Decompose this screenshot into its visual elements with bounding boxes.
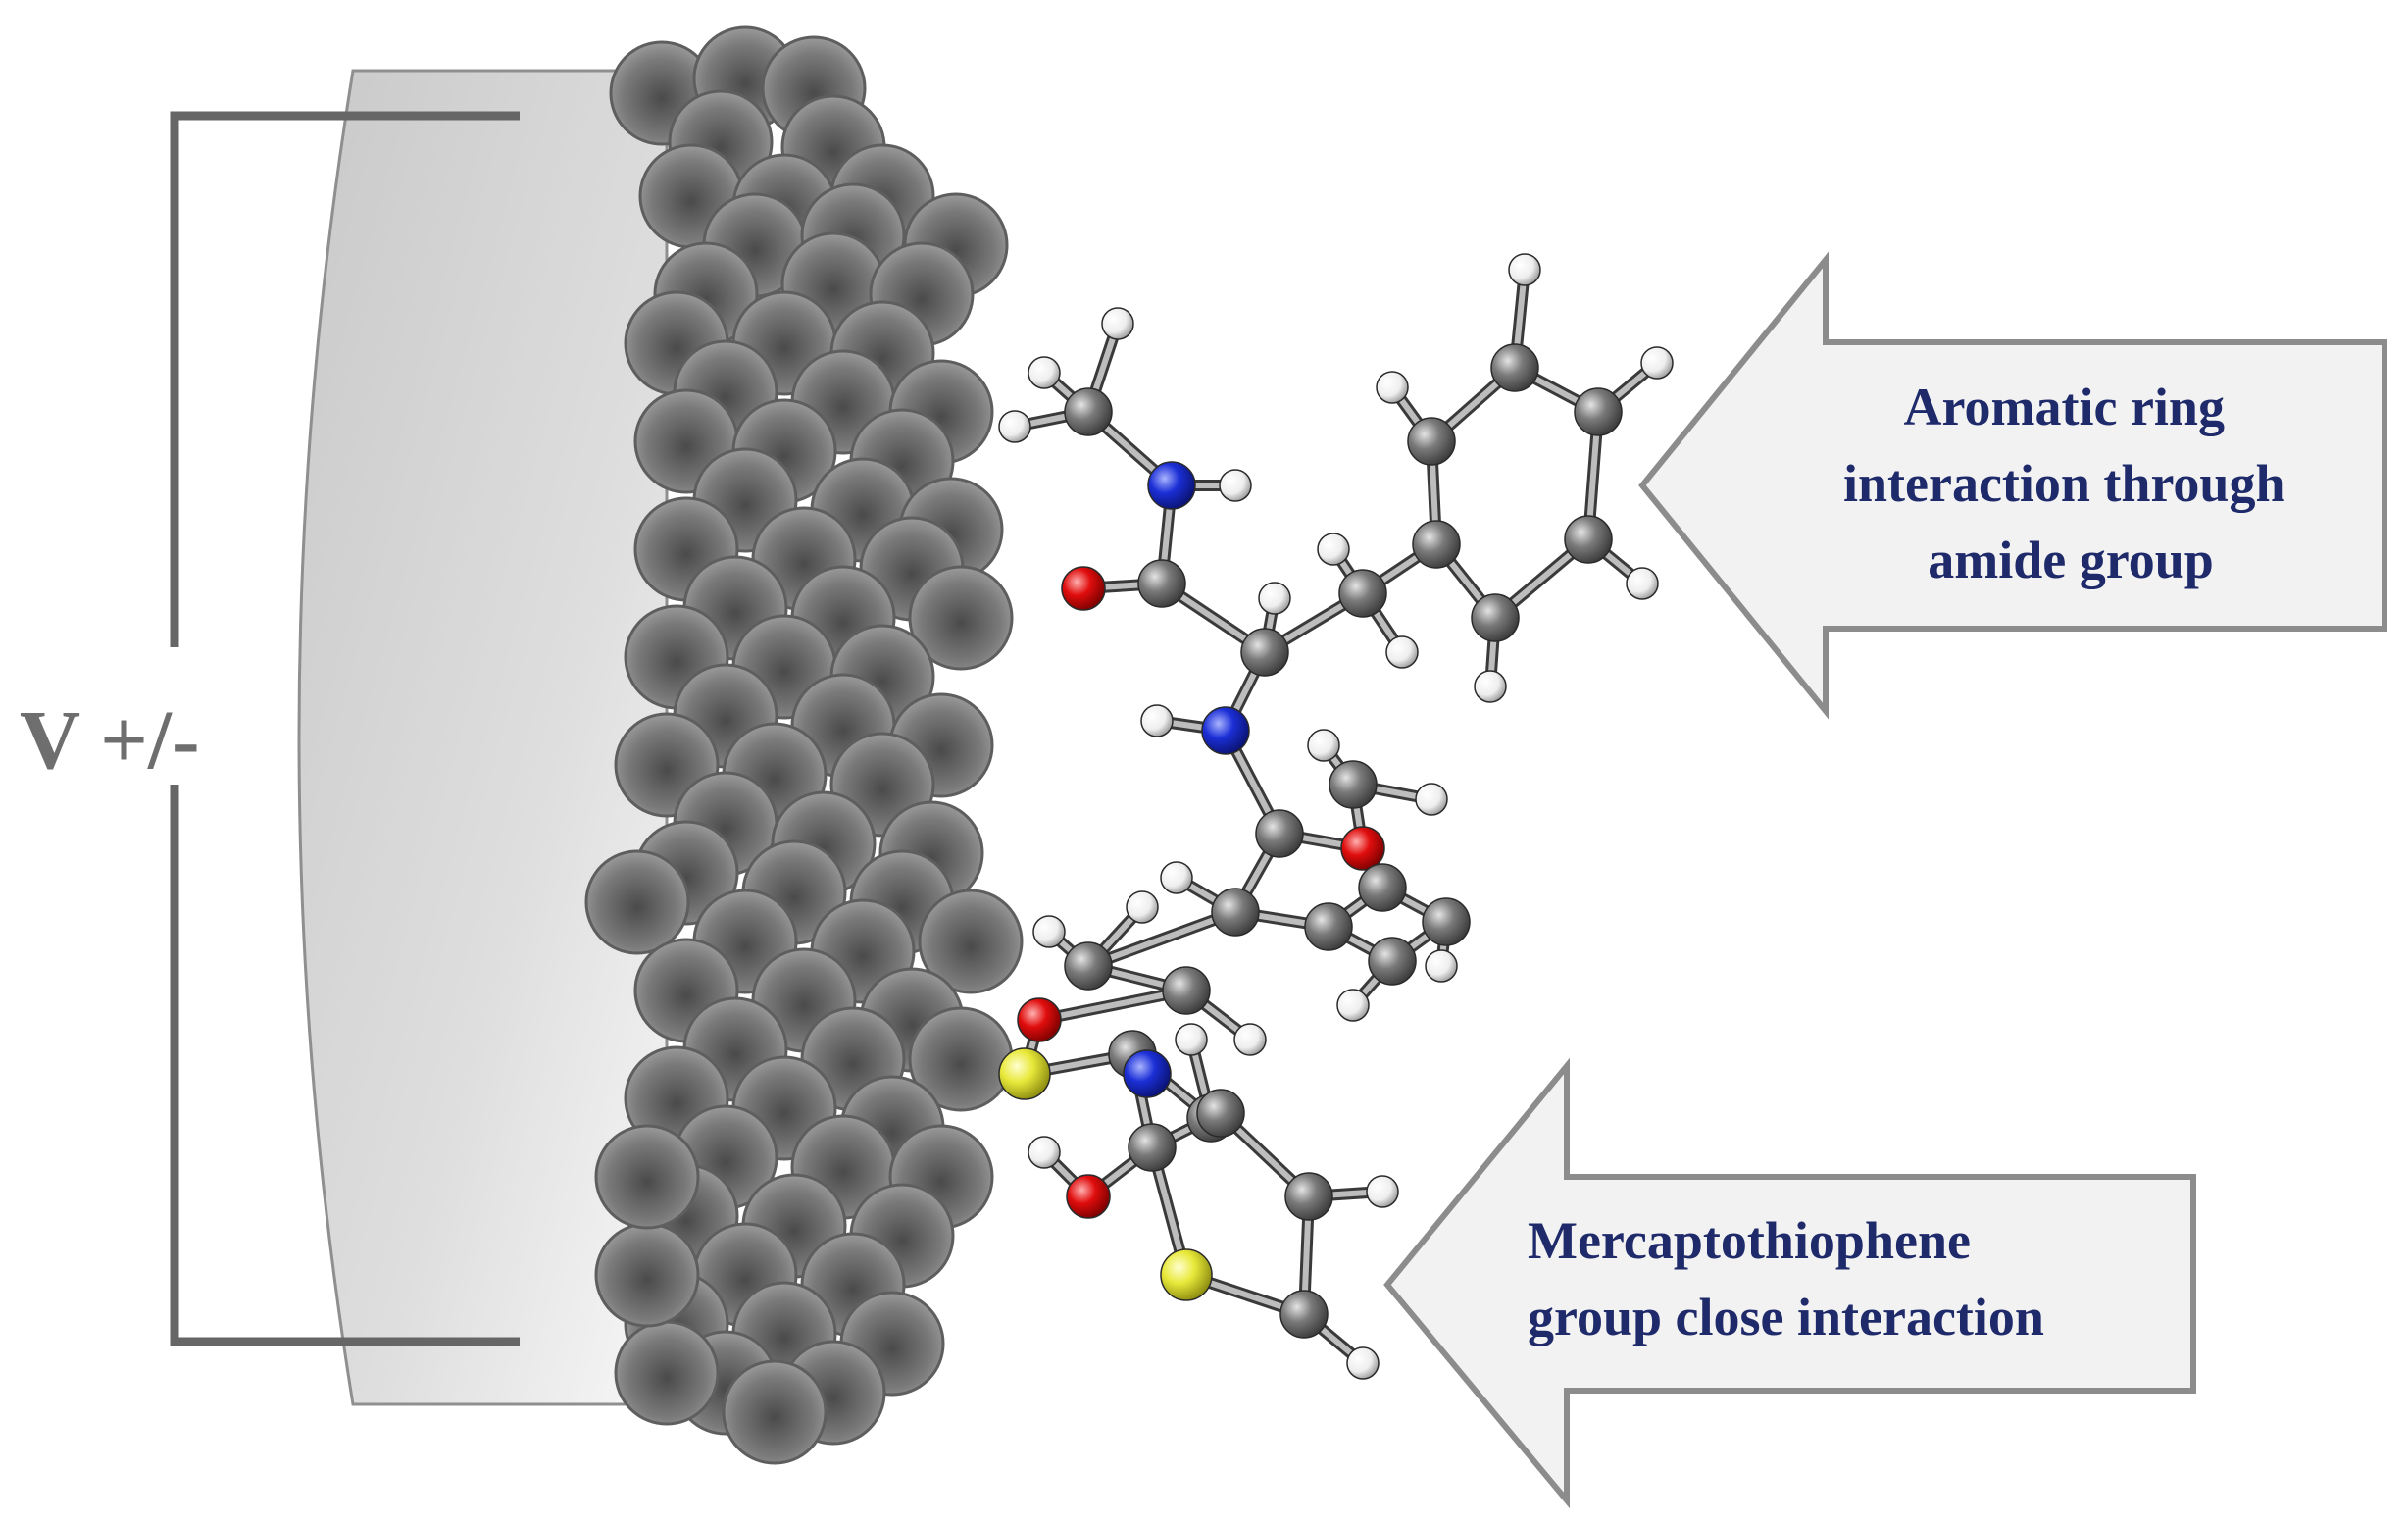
carbon-atom-50	[1128, 1123, 1177, 1172]
oxygen-atom-28	[1340, 826, 1385, 871]
hydrogen-atom-42	[1126, 890, 1159, 924]
nitrogen-atom-5	[1147, 461, 1196, 510]
carbon-atom-17	[1490, 343, 1539, 392]
hydrogen-atom-44	[1233, 1023, 1267, 1056]
hydrogen-atom-10	[1258, 582, 1291, 615]
hydrogen-atom-41	[1032, 915, 1066, 948]
carbon-atom-51	[1196, 1089, 1245, 1138]
hydrogen-atom-3	[1028, 356, 1061, 389]
hydrogen-atom-39	[1336, 989, 1370, 1022]
hydrogen-atom-18	[1508, 253, 1541, 286]
aromatic-label: Aromatic ring interaction through amide …	[1843, 378, 2298, 589]
hydrogen-atom-30	[1307, 729, 1340, 762]
hydrogen-atom-31	[1415, 783, 1448, 816]
mercapto-label-line-1: Mercaptothiophene	[1528, 1211, 1971, 1270]
nanoparticle-48	[584, 849, 690, 955]
carbon-atom-21	[1564, 515, 1613, 564]
sulfur-atom-46	[998, 1047, 1051, 1100]
hydrogen-atom-58	[1028, 1136, 1061, 1169]
oxygen-atom-57	[1066, 1174, 1111, 1219]
hydrogen-atom-24	[1474, 670, 1507, 703]
hydrogen-atom-2	[1101, 307, 1134, 340]
hydrogen-atom-33	[1160, 861, 1193, 894]
bond-highlight-41	[1085, 909, 1238, 969]
carbon-atom-1	[1064, 387, 1113, 436]
nanoparticle-77	[594, 1124, 700, 1230]
hydrogen-atom-22	[1626, 567, 1659, 600]
bracket-upper	[170, 111, 520, 647]
hydrogen-atom-13	[1385, 635, 1419, 669]
oxygen-atom-8	[1061, 566, 1106, 611]
nanoparticle-74	[614, 1320, 720, 1426]
carbon-atom-15	[1407, 417, 1456, 466]
bracket-lower	[170, 785, 520, 1346]
carbon-atom-9	[1240, 628, 1289, 677]
mercapto-label: Mercaptothiophene group close interactio…	[1528, 1211, 2044, 1346]
hydrogen-atom-49	[1175, 1023, 1208, 1056]
mercapto-arrow	[1383, 1057, 2196, 1509]
mercapto-label-line-2: group close interaction	[1528, 1288, 2044, 1346]
nanoparticle-75	[722, 1359, 828, 1465]
carbon-atom-29	[1329, 760, 1378, 809]
nanoparticle-layer	[584, 25, 1024, 1465]
carbon-atom-14	[1412, 520, 1461, 569]
bond-highlight-46	[1036, 988, 1189, 1023]
hydrogen-atom-53	[1366, 1175, 1399, 1208]
carbon-atom-43	[1162, 966, 1211, 1015]
aromatic-arrow	[1638, 251, 2387, 720]
molecule-atoms	[998, 253, 1674, 1380]
aromatic-label-line-3: amide group	[1928, 531, 2214, 589]
carbon-atom-40	[1064, 941, 1113, 991]
aromatic-label-line-2: interaction through	[1843, 454, 2285, 513]
hydrogen-atom-38	[1425, 949, 1458, 983]
hydrogen-atom-4	[998, 410, 1031, 443]
hydrogen-atom-12	[1317, 533, 1350, 566]
electrode-body	[297, 69, 669, 1406]
carbon-atom-19	[1574, 387, 1623, 436]
carbon-atom-32	[1211, 888, 1260, 937]
sulfur-atom-56	[1160, 1248, 1213, 1301]
carbon-atom-54	[1279, 1290, 1329, 1339]
carbon-atom-36	[1368, 937, 1417, 986]
carbon-atom-11	[1338, 569, 1387, 618]
hydrogen-atom-6	[1219, 469, 1252, 502]
nanoparticle-76	[594, 1222, 700, 1328]
molecule-model	[998, 253, 1674, 1380]
aromatic-label-line-1: Aromatic ring	[1904, 378, 2225, 436]
carbon-atom-34	[1304, 902, 1353, 951]
carbon-atom-7	[1137, 559, 1186, 608]
hydrogen-atom-20	[1640, 346, 1674, 380]
carbon-atom-23	[1471, 593, 1520, 642]
nitrogen-atom-59	[1123, 1049, 1172, 1098]
nanoparticle-32	[908, 565, 1014, 671]
carbon-atom-35	[1358, 863, 1407, 912]
nitrogen-atom-25	[1201, 706, 1250, 755]
oxygen-atom-45	[1017, 997, 1062, 1042]
nanoparticle-51	[918, 889, 1024, 994]
hydrogen-atom-55	[1346, 1346, 1380, 1380]
hydrogen-atom-26	[1140, 704, 1174, 737]
voltage-bracket	[170, 111, 520, 1346]
voltage-label: V +/-	[20, 692, 200, 787]
carbon-atom-27	[1255, 809, 1304, 858]
carbon-atom-52	[1284, 1172, 1333, 1221]
carbon-atom-37	[1422, 897, 1471, 946]
hydrogen-atom-16	[1376, 371, 1409, 404]
